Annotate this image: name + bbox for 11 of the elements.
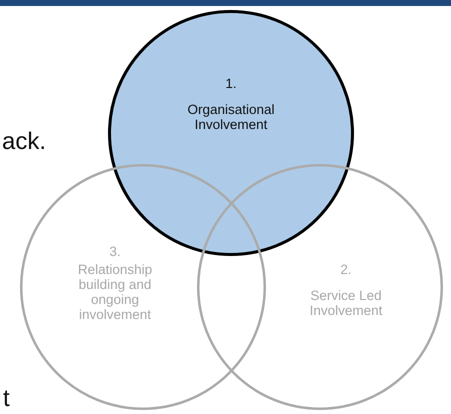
venn-circle — [108, 10, 354, 256]
venn-circle — [20, 164, 266, 410]
circle-number: 3. — [108, 244, 122, 259]
circle-number: 1. — [224, 76, 238, 91]
venn-circle — [197, 164, 443, 410]
text-fragment: t — [3, 385, 10, 413]
circle-label: Organisational Involvement — [186, 102, 276, 132]
circle-label: Service Led Involvement — [308, 288, 384, 318]
circle-number: 2. — [339, 262, 353, 277]
text-fragment: ack. — [2, 128, 46, 156]
circle-label: Relationship building and ongoing involvement — [76, 262, 154, 322]
